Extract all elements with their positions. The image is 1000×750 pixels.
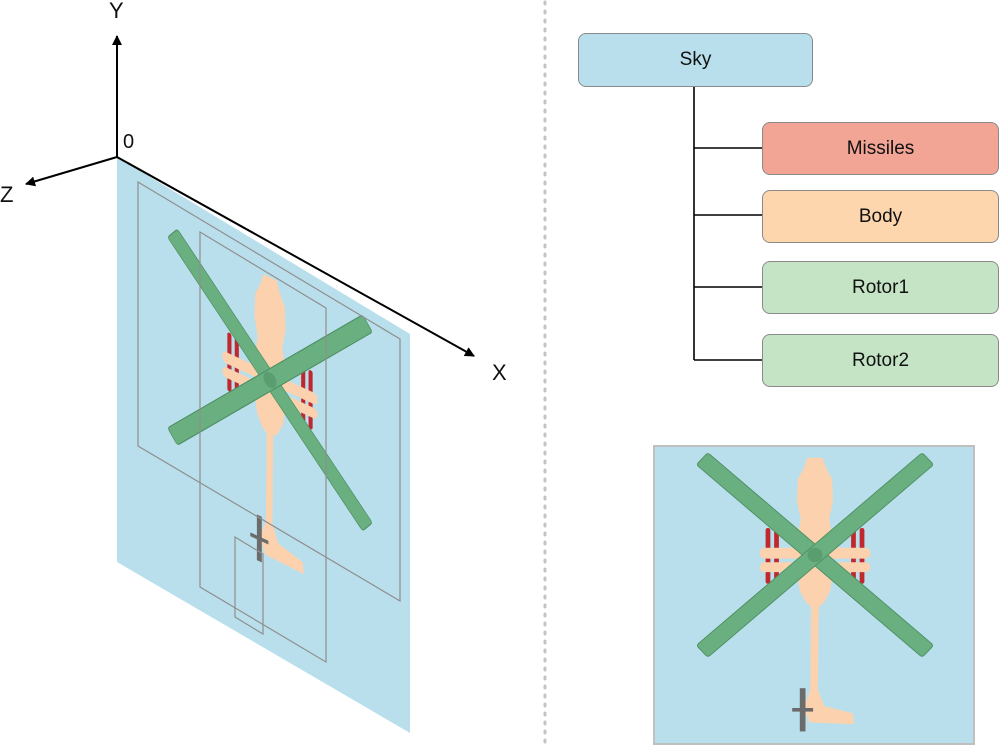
- tree-node-missiles: Missiles: [762, 122, 999, 175]
- x-axis: [116, 156, 475, 357]
- tree-node-sky: Sky: [578, 33, 813, 87]
- z-axis: [25, 156, 118, 187]
- tree-node-label: Missiles: [846, 137, 915, 159]
- perspective-view: [25, 35, 475, 733]
- y-axis-label: Y: [109, 0, 124, 23]
- missiles-frame: [137, 180, 401, 603]
- z-axis-label: Z: [0, 182, 14, 207]
- sky-plane: [117, 157, 410, 733]
- x-axis-label: X: [492, 360, 507, 385]
- origin-label: 0: [123, 131, 135, 153]
- tree-connectors: [693, 87, 762, 361]
- tree-node-rotor1: Rotor1: [762, 261, 999, 314]
- tree-node-label: Rotor2: [851, 349, 910, 371]
- tree-node-body: Body: [762, 190, 999, 243]
- tree-node-label: Body: [858, 205, 903, 227]
- tree-node-rotor2: Rotor2: [762, 334, 999, 387]
- tree-node-label: Sky: [679, 49, 712, 70]
- rendered-view: [653, 445, 975, 745]
- tail-frame: [234, 535, 264, 636]
- body-frame: [199, 230, 327, 664]
- tree-node-label: Rotor1: [851, 276, 910, 298]
